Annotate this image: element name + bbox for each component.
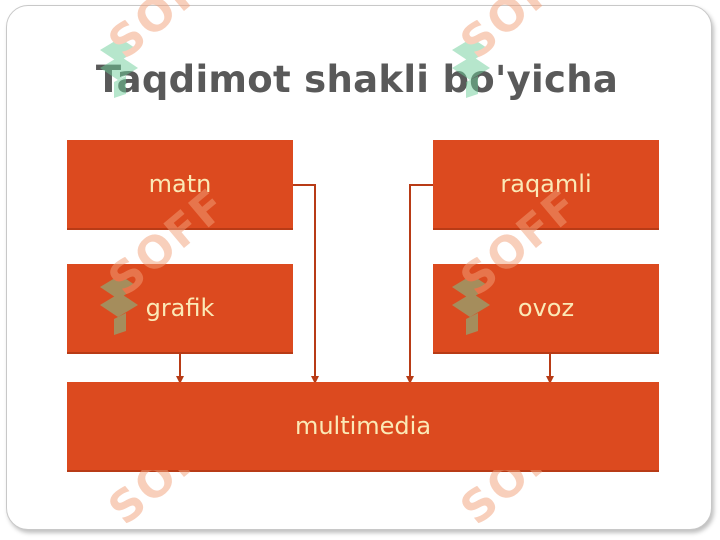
node-ovoz-label: ovoz — [517, 294, 575, 322]
node-raqamli-label: raqamli — [500, 170, 592, 198]
node-multimedia-label: multimedia — [294, 412, 432, 440]
node-matn-label: matn — [148, 170, 212, 198]
node-raqamli: raqamli — [433, 140, 659, 230]
slide-title: Taqdimot shakli bo'yicha — [95, 58, 619, 101]
node-matn: matn — [67, 140, 293, 230]
node-ovoz: ovoz — [433, 264, 659, 354]
node-multimedia: multimedia — [67, 382, 659, 472]
node-grafik-label: grafik — [145, 294, 215, 322]
node-grafik: grafik — [67, 264, 293, 354]
